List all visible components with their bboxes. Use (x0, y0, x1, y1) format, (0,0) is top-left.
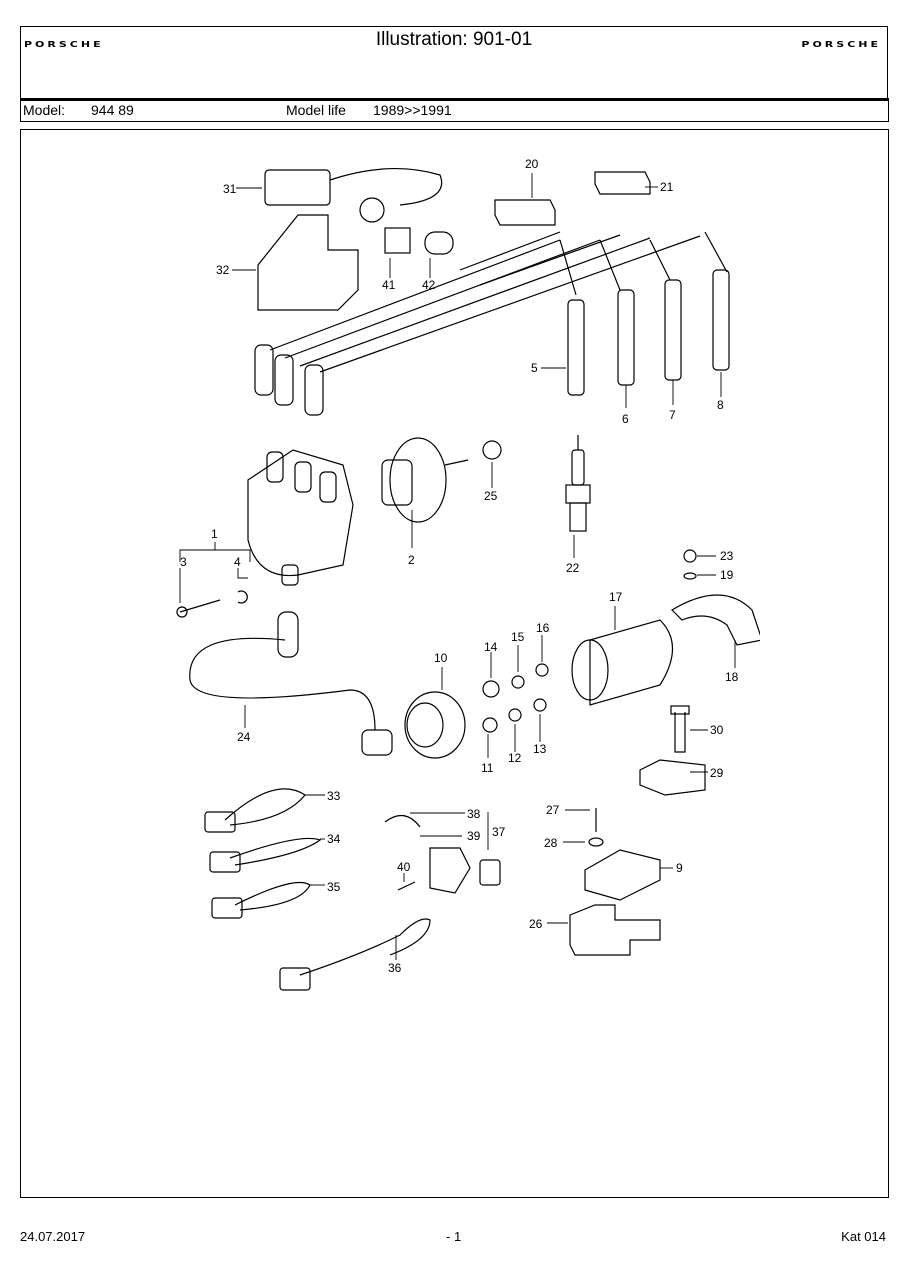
cable-34 (229, 837, 322, 866)
callout-7: 7 (669, 408, 676, 422)
porsche-logo-right: PORSCHE (801, 39, 881, 50)
callout-17: 17 (609, 590, 623, 604)
spring-38 (384, 815, 421, 828)
callout-9: 9 (676, 861, 683, 875)
callout-1: 1 (211, 527, 218, 541)
screw-40 (397, 881, 416, 891)
callout-14: 14 (484, 640, 498, 654)
ignition-coil (571, 619, 673, 706)
model-life-label: Model life (286, 102, 346, 118)
callout-16: 16 (536, 621, 550, 635)
wire-holder-21 (594, 171, 651, 195)
callout-42: 42 (422, 278, 436, 292)
callout-labels: 31 32 20 21 41 42 5 6 7 8 1 3 4 2 25 22 … (180, 157, 739, 975)
footer-date: 24.07.2017 (20, 1229, 86, 1244)
callout-21: 21 (660, 180, 674, 194)
knock-sensor (639, 759, 706, 796)
callout-39: 39 (467, 829, 481, 843)
callout-27: 27 (546, 803, 560, 817)
callout-19: 19 (720, 568, 734, 582)
header-divider (20, 98, 889, 101)
callout-24: 24 (237, 730, 251, 744)
porsche-logo-left: PORSCHE (24, 39, 104, 50)
sensor-plug (361, 729, 393, 756)
callout-26: 26 (529, 917, 543, 931)
control-module (264, 169, 331, 206)
mounting-bracket (257, 214, 359, 311)
screw-3 (179, 599, 221, 613)
leader-lines (179, 173, 736, 960)
callout-6: 6 (622, 412, 629, 426)
callout-2: 2 (408, 553, 415, 567)
hall-sender (429, 847, 471, 894)
callout-22: 22 (566, 561, 580, 575)
clip-4 (237, 590, 248, 604)
module-cable (329, 167, 443, 206)
cable-36 (299, 918, 431, 976)
callout-3: 3 (180, 555, 187, 569)
cable-33 (224, 788, 306, 826)
model-label: Model: (23, 102, 66, 118)
sleeve-42 (424, 231, 454, 255)
callout-11: 11 (481, 761, 494, 775)
spark-plug (565, 435, 591, 532)
bolt-30 (674, 712, 686, 753)
control-unit (584, 849, 661, 901)
header: PORSCHE Illustration: 901-01 PORSCHE (20, 26, 888, 100)
model-value: 944 89 (91, 102, 134, 118)
model-info-row: Model: 944 89 Model life 1989>>1991 (20, 101, 889, 122)
callout-37: 37 (492, 825, 506, 839)
callout-4: 4 (234, 555, 241, 569)
callout-34: 34 (327, 832, 341, 846)
coil-bracket (671, 594, 760, 646)
clip-41 (384, 227, 411, 254)
page-title: Illustration: 901-01 (375, 29, 533, 50)
callout-35: 35 (327, 880, 341, 894)
model-life-value: 1989>>1991 (373, 102, 452, 118)
callout-13: 13 (533, 742, 547, 756)
callout-40: 40 (397, 860, 411, 874)
callout-12: 12 (508, 751, 522, 765)
mounting-plate (569, 904, 661, 956)
ignition-wire-set (254, 231, 730, 416)
callout-36: 36 (388, 961, 402, 975)
callout-23: 23 (720, 549, 734, 563)
callout-8: 8 (717, 398, 724, 412)
washer-28 (588, 837, 604, 847)
callout-18: 18 (725, 670, 739, 684)
rotor-housing (389, 437, 447, 523)
callout-10: 10 (434, 651, 448, 665)
wire-holder-20 (494, 199, 556, 226)
callout-20: 20 (525, 157, 539, 171)
callout-32: 32 (216, 263, 230, 277)
callout-30: 30 (710, 723, 724, 737)
sensor-body (277, 611, 299, 658)
illustration-frame (20, 129, 889, 1198)
callout-15: 15 (511, 630, 525, 644)
callout-25: 25 (484, 489, 498, 503)
cable-35 (234, 881, 311, 911)
pulley (404, 691, 466, 759)
callout-29: 29 (710, 766, 724, 780)
callout-28: 28 (544, 836, 558, 850)
callout-31: 31 (223, 182, 237, 196)
rotor-arm (381, 459, 413, 506)
callout-38: 38 (467, 807, 481, 821)
callout-5: 5 (531, 361, 538, 375)
bushing-25 (482, 440, 502, 460)
connector-plug (359, 197, 385, 223)
exploded-parts-diagram: 31 32 20 21 41 42 5 6 7 8 1 3 4 2 25 22 … (176, 157, 760, 991)
sensor-cable (189, 637, 376, 731)
callout-33: 33 (327, 789, 341, 803)
callout-41: 41 (382, 278, 396, 292)
footer-catalog: Kat 014 (841, 1229, 886, 1244)
footer-page-number: - 1 (446, 1229, 462, 1244)
distributor-cap (247, 449, 354, 577)
